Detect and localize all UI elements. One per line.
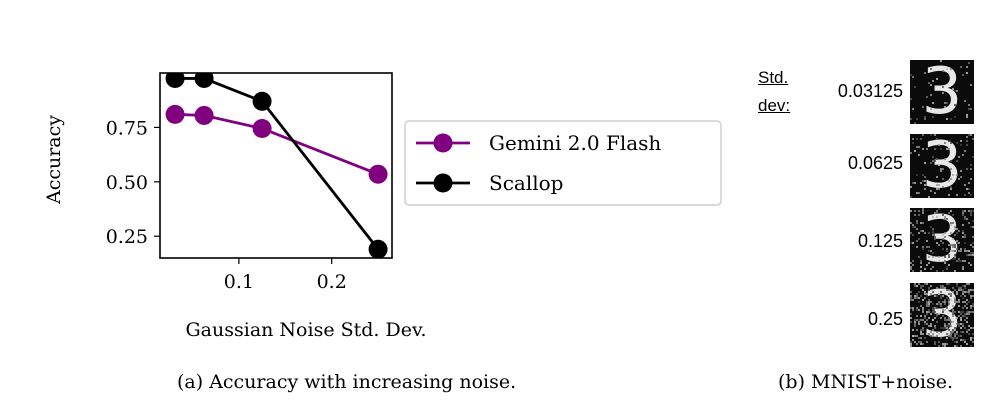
x-tick-label-0: 0.1 [224,271,254,293]
series-0-point-1 [194,105,214,125]
std-dev-header-line1: Std. [758,68,789,87]
mnist-digit-image-1: 3 [910,134,974,198]
y-tick-label-1: 0.50 [106,172,148,194]
mnist-digit-image-2: 3 [910,208,974,272]
series-0-line [175,112,379,176]
series-1-point-1 [194,73,214,88]
noise-label-3: 0.25 [867,309,903,329]
legend-label-0: Gemini 2.0 Flash [489,131,661,155]
series-0-point-3 [368,164,388,184]
noise-label-2: 0.125 [857,231,903,251]
y-axis-label: Accuracy [43,115,65,205]
plot-frame [159,72,393,259]
legend-label-1: Scallop [489,171,563,195]
legend-marker-0 [433,133,453,153]
series-1-point-0 [165,73,185,88]
series-1-point-2 [252,91,272,111]
series-0 [165,104,388,184]
mnist-digit-image-0: 3 [910,60,974,124]
x-axis-label: Gaussian Noise Std. Dev. [186,319,427,341]
x-tick-label-1: 0.2 [317,271,347,293]
series-0-point-0 [165,104,185,124]
noise-label-1: 0.0625 [847,153,903,173]
y-tick-label-0: 0.25 [106,226,148,248]
series-1 [165,73,388,258]
caption-b: (b) MNIST+noise. [778,371,954,393]
std-dev-header-line2: dev: [758,96,791,115]
noise-label-0: 0.03125 [837,81,903,101]
legend-box [404,120,722,206]
series-0-point-2 [252,119,272,138]
series-1-point-3 [368,239,388,258]
legend-marker-1 [433,173,453,193]
series-1-line [175,77,380,251]
mnist-digit-image-3: 3 [910,283,974,347]
y-tick-label-2: 0.75 [106,117,148,139]
caption-a: (a) Accuracy with increasing noise. [177,371,517,393]
